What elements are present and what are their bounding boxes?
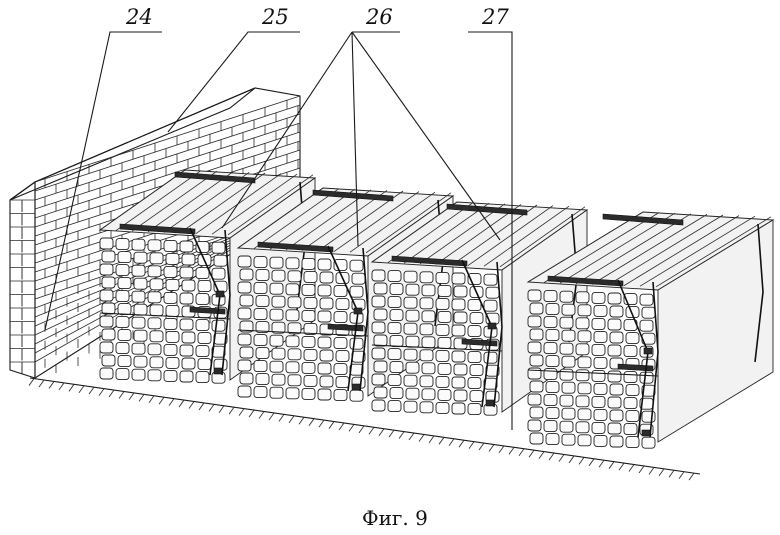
bar-stacks	[98, 169, 775, 449]
figure-caption: Фиг. 9	[362, 506, 428, 530]
ground-hatching	[28, 378, 695, 481]
bar-stack	[526, 211, 775, 449]
reference-numeral-24: 24	[125, 5, 153, 29]
reference-numeral-26: 26	[365, 5, 393, 29]
ground-line	[28, 377, 701, 481]
reference-numeral-27: 27	[481, 5, 509, 29]
reference-numeral-25: 25	[261, 5, 289, 29]
leader-lines	[44, 31, 513, 430]
